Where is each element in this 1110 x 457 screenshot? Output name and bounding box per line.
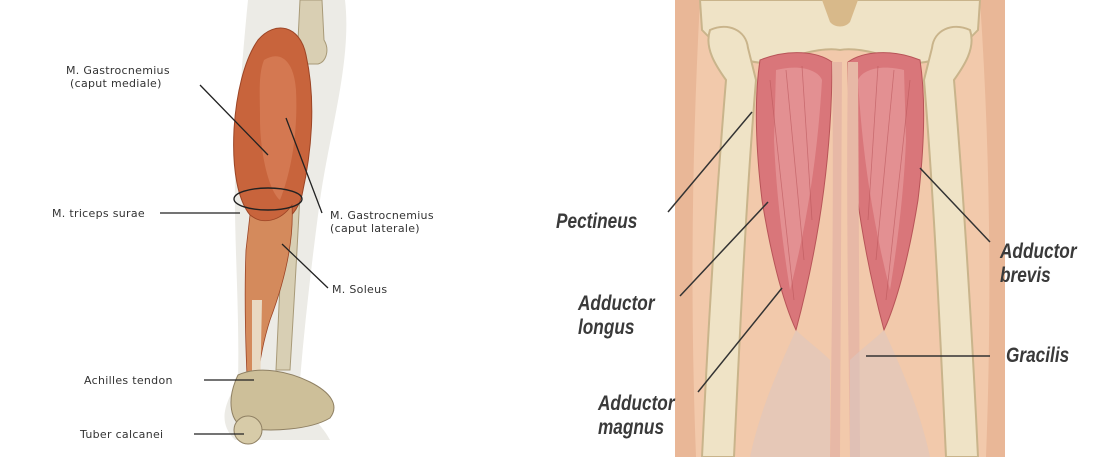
label-achilles-tendon: Achilles tendon	[84, 374, 173, 387]
calf-muscle-diagram: M. Gastrocnemius (caput mediale) M. tric…	[0, 0, 520, 457]
label-gastrocnemius-medial: M. Gastrocnemius (caput mediale)	[66, 64, 170, 90]
label-adductor-brevis: Adductor brevis	[1000, 240, 1077, 288]
label-adductor-longus: Adductor longus	[578, 292, 655, 340]
label-pectineus: Pectineus	[556, 210, 637, 234]
adductor-muscle-diagram: Pectineus Adductor longus Adductor magnu…	[550, 0, 1110, 457]
label-gracilis: Gracilis	[1006, 344, 1069, 368]
label-tuber-calcanei: Tuber calcanei	[80, 428, 163, 441]
calcaneus-bone	[234, 416, 262, 444]
label-triceps-surae: M. triceps surae	[52, 207, 145, 220]
label-soleus: M. Soleus	[332, 283, 387, 296]
label-adductor-magnus: Adductor magnus	[598, 392, 675, 440]
label-gastrocnemius-lateral: M. Gastrocnemius (caput laterale)	[330, 209, 434, 235]
